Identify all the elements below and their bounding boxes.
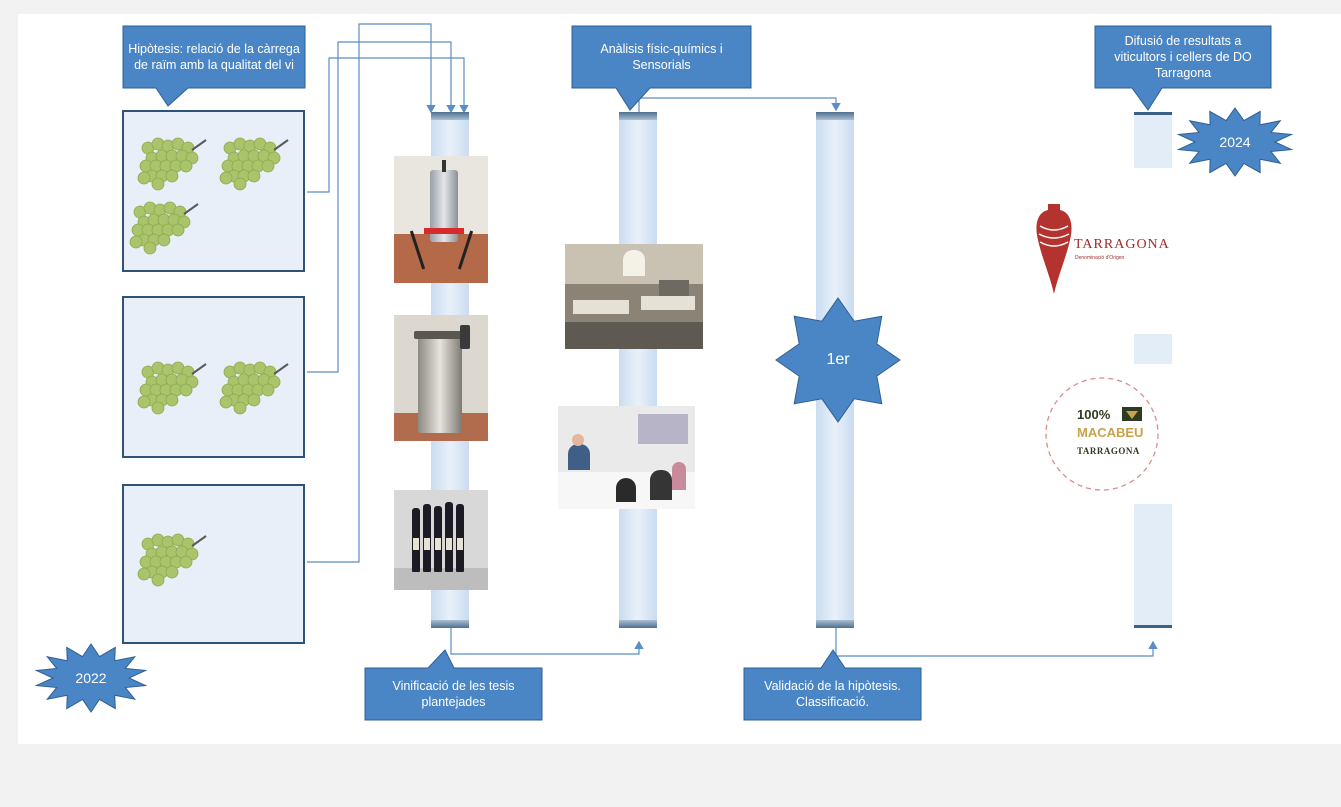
column-dissemination [1134, 112, 1172, 628]
validation-callout: Validació de la hipòtesis. Classificació… [764, 679, 901, 709]
grape-cluster-icon [134, 530, 214, 593]
grape-cluster-icon [216, 134, 296, 197]
vinification-callout: Vinificació de les tesis plantejades [392, 679, 515, 709]
starburst-2022 [34, 643, 148, 713]
dissemination-callout: Difusió de resultats a viticultors i cel… [1114, 34, 1252, 80]
macabeu-name: MACABEU [1077, 425, 1144, 440]
starburst-2024 [1176, 107, 1294, 177]
bottles-photo [394, 490, 488, 590]
grape-cluster-icon [134, 358, 214, 421]
diagram-canvas: Hipòtesis: relació de la càrrega de raïm… [18, 14, 1341, 744]
grape-box-low-load [122, 484, 305, 644]
hypothesis-callout: Hipòtesis: relació de la càrrega de raïm… [128, 42, 300, 72]
tasting-photo [558, 406, 695, 509]
analysis-callout: Anàlisis físic-químics i Sensorials [600, 42, 723, 72]
rank-badge-label: 1er [826, 351, 850, 368]
connector-arrows [307, 23, 1158, 657]
macabeu-percent: 100% [1077, 407, 1111, 422]
tank-photo [394, 315, 488, 441]
column-analysis [619, 112, 657, 628]
year-end-label: 2024 [1219, 134, 1251, 150]
grape-cluster-icon [126, 198, 206, 261]
grape-box-high-load [122, 110, 305, 272]
macabeu-region: TARRAGONA [1077, 446, 1140, 456]
do-tarragona-subtitle: Denominació d'Origen [1075, 255, 1125, 261]
press-photo [394, 156, 488, 283]
macabeu-seal-icon [1045, 377, 1159, 491]
grape-cluster-icon [134, 134, 214, 197]
grape-box-medium-load [122, 296, 305, 458]
lab-photo [565, 244, 703, 349]
grape-cluster-icon [216, 358, 296, 421]
diagram-graphics [34, 23, 1294, 721]
do-tarragona-name: TARRAGONA [1074, 237, 1170, 252]
amphora-logo-icon [1036, 204, 1072, 294]
callout-shapes [122, 25, 1272, 721]
star-badge-1er [775, 297, 901, 423]
year-start-label: 2022 [75, 670, 107, 686]
